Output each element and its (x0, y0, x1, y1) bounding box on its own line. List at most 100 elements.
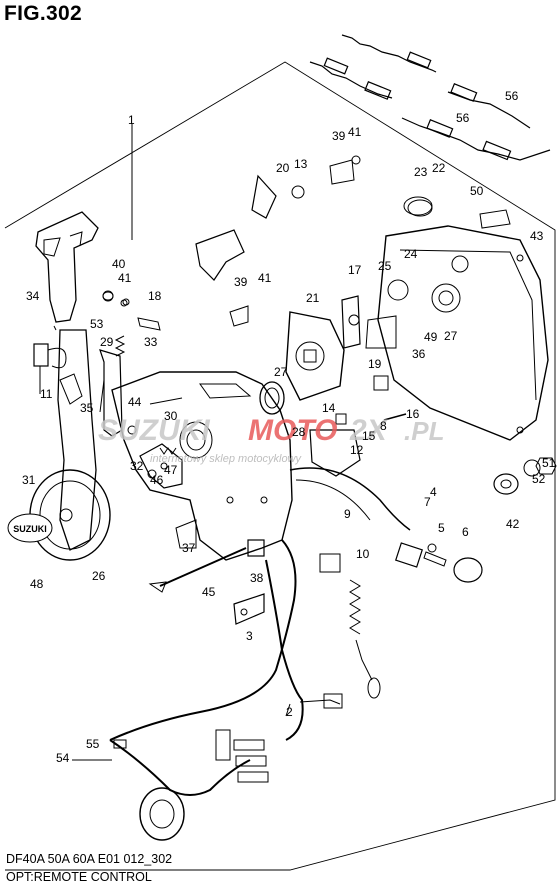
control-housing (111, 371, 293, 561)
mounting-plate (233, 593, 265, 625)
wire-harness (265, 559, 304, 741)
watermark: SUZUKI MOTO 2X .PL internetowy sklep mot… (98, 414, 444, 465)
cam-plate (285, 311, 345, 401)
watermark-domain: .PL (404, 416, 444, 446)
callout-35: 35 (80, 401, 94, 415)
callout-22: 22 (432, 161, 446, 175)
callout-6: 6 (462, 525, 469, 539)
callout-55: 55 (86, 737, 100, 751)
callout-45: 45 (202, 585, 216, 599)
callout-56: 56 (505, 89, 519, 103)
callout-56: 56 (456, 111, 470, 125)
callout-32: 32 (130, 459, 144, 473)
callout-27: 27 (444, 329, 458, 343)
lock-nut (535, 457, 557, 475)
callout-54: 54 (56, 751, 70, 765)
callout-2: 2 (286, 705, 293, 719)
callout-12: 12 (350, 443, 364, 457)
callout-23: 23 (414, 165, 428, 179)
callout-21: 21 (306, 291, 320, 305)
callout-27: 27 (274, 365, 288, 379)
handle-badge: SUZUKI (7, 513, 53, 543)
callout-1: 1 (128, 113, 135, 127)
callout-37: 37 (182, 541, 196, 555)
callout-48: 48 (30, 577, 44, 591)
rubber-block (247, 539, 265, 557)
callout-40: 40 (112, 257, 126, 271)
ignition-key (423, 551, 447, 567)
washer-large (493, 473, 519, 495)
detent-gear (139, 443, 183, 489)
callout-7: 7 (424, 495, 431, 509)
watermark-brand-right: 2X (349, 414, 389, 447)
callout-41: 41 (118, 271, 132, 285)
washer-small (523, 459, 541, 477)
lever-arm-small (251, 174, 277, 219)
assembly-bracket-outline (4, 61, 556, 871)
stop-switch (319, 553, 341, 573)
watermark-brand-mid: MOTO (248, 414, 337, 447)
drive-shaft (341, 295, 361, 349)
pin (137, 317, 161, 331)
callout-38: 38 (250, 571, 264, 585)
mounting-clip (175, 519, 197, 549)
watermark-tagline: internetowy sklep motocyklowy (150, 453, 303, 465)
callout-52: 52 (532, 472, 546, 486)
callout-17: 17 (348, 263, 362, 277)
watermark-brand-left: SUZUKI (98, 414, 210, 447)
callout-53: 53 (90, 317, 104, 331)
callout-11: 11 (40, 387, 53, 401)
callout-41: 41 (348, 125, 362, 139)
callout-19: 19 (368, 357, 382, 371)
callout-13: 13 (294, 157, 308, 171)
switch-block (309, 429, 361, 477)
long-bolt (159, 547, 247, 587)
callout-50: 50 (470, 184, 484, 198)
callout-36: 36 (412, 347, 426, 361)
rear-cover (377, 225, 549, 441)
callout-28: 28 (292, 425, 306, 439)
switch-cap (453, 557, 483, 583)
callout-4: 4 (430, 485, 437, 499)
model-line: DF40A 50A 60A E01 012_302 (6, 852, 173, 866)
callout-51: 51 (542, 456, 556, 470)
neutral-switch (33, 343, 49, 367)
callout-46: 46 (150, 473, 164, 487)
round-connector (139, 787, 185, 841)
trim-switch-bracket (99, 349, 123, 437)
callout-9: 9 (344, 507, 351, 521)
figure-title: FIG.302 (4, 2, 82, 25)
control-cable-upper (309, 34, 437, 100)
callout-47: 47 (164, 463, 178, 477)
handle-grip (35, 211, 99, 323)
callout-41: 41 (258, 271, 272, 285)
callout-43: 43 (530, 229, 544, 243)
callout-44: 44 (128, 395, 142, 409)
callout-16: 16 (406, 407, 420, 421)
callout-39: 39 (234, 275, 248, 289)
callout-3: 3 (246, 629, 253, 643)
callout-25: 25 (378, 259, 392, 273)
lanyard-cord (349, 579, 361, 635)
callout-24: 24 (404, 247, 418, 261)
callout-18: 18 (148, 289, 162, 303)
callout-10: 10 (356, 547, 370, 561)
callout-8: 8 (380, 419, 387, 433)
callout-33: 33 (144, 335, 158, 349)
callout-26: 26 (92, 569, 106, 583)
callout-30: 30 (164, 409, 178, 423)
key-switch (395, 542, 423, 568)
callout-34: 34 (26, 289, 40, 303)
callout-5: 5 (438, 521, 445, 535)
callout-20: 20 (276, 161, 290, 175)
callout-49: 49 (424, 330, 438, 344)
retaining-ring (259, 381, 285, 415)
callout-29: 29 (100, 335, 114, 349)
lever-hub (29, 469, 111, 561)
spring (114, 335, 126, 357)
callout-39: 39 (332, 129, 346, 143)
callout-42: 42 (506, 517, 520, 531)
callout-15: 15 (362, 429, 376, 443)
